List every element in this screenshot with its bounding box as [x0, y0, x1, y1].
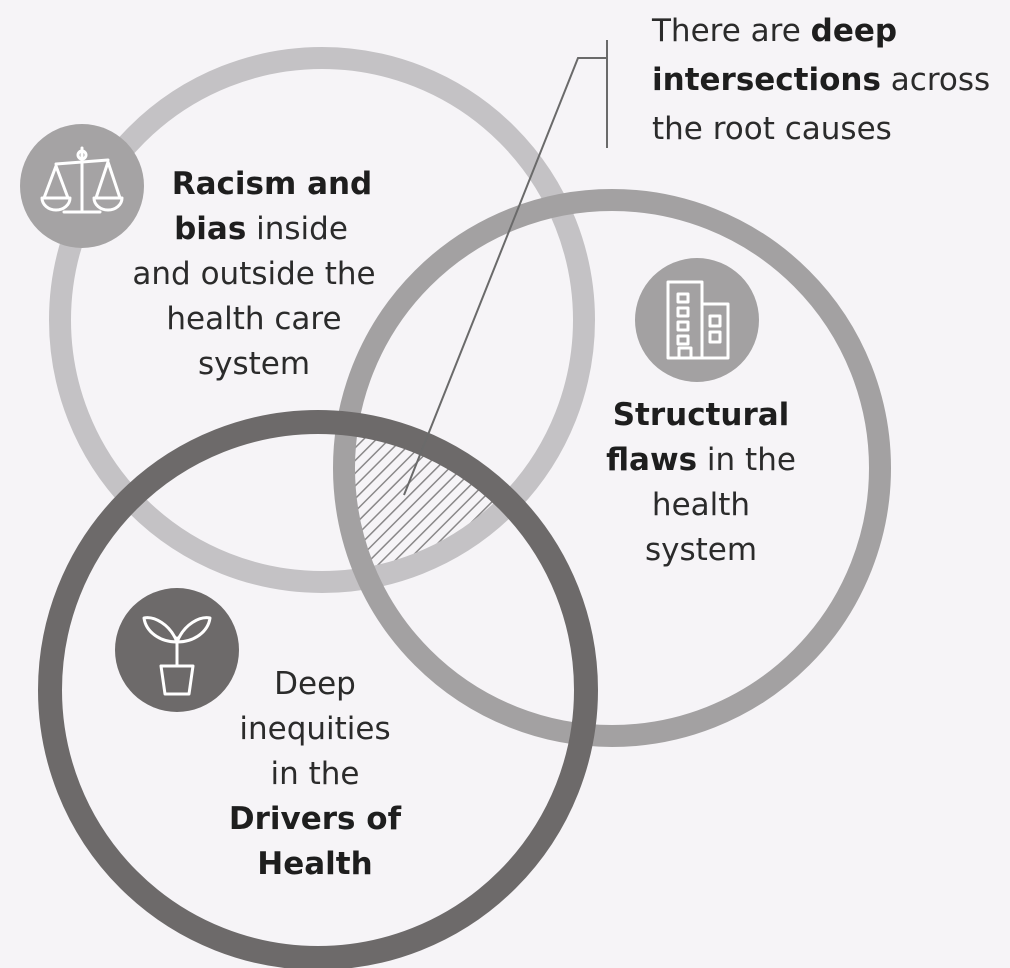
callout-leader-line — [403, 40, 608, 496]
callout-text: There are deep intersections across the … — [652, 7, 1008, 154]
structural-label: Structural flaws in the health system — [606, 397, 796, 568]
callout-line-3: the root causes — [652, 111, 892, 147]
drivers-circle — [38, 410, 598, 968]
plant-icon — [115, 588, 239, 712]
building-icon — [635, 258, 759, 382]
callout-line-1: There are deep — [652, 13, 898, 49]
racism-label: Racism and bias inside and outside the h… — [132, 166, 376, 382]
scales-icon — [20, 124, 144, 248]
drivers-label: Deep inequities in the Drivers of Health — [228, 666, 402, 882]
racism-circle — [49, 47, 595, 593]
callout-line-2: intersections across — [652, 62, 991, 98]
structural-circle — [333, 189, 891, 747]
